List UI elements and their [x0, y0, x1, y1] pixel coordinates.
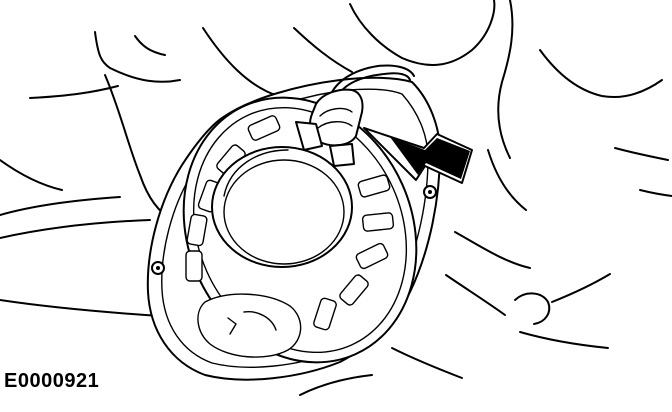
speaker-cone	[211, 146, 353, 268]
speaker-connector	[295, 64, 415, 167]
screw-left-icon	[151, 261, 165, 275]
basket-vents	[185, 115, 395, 331]
figure-reference-code: E0000921	[4, 370, 100, 392]
door-panel-outline	[0, 0, 672, 396]
screw-right-icon	[423, 185, 437, 199]
pointer-arrow	[363, 127, 473, 184]
